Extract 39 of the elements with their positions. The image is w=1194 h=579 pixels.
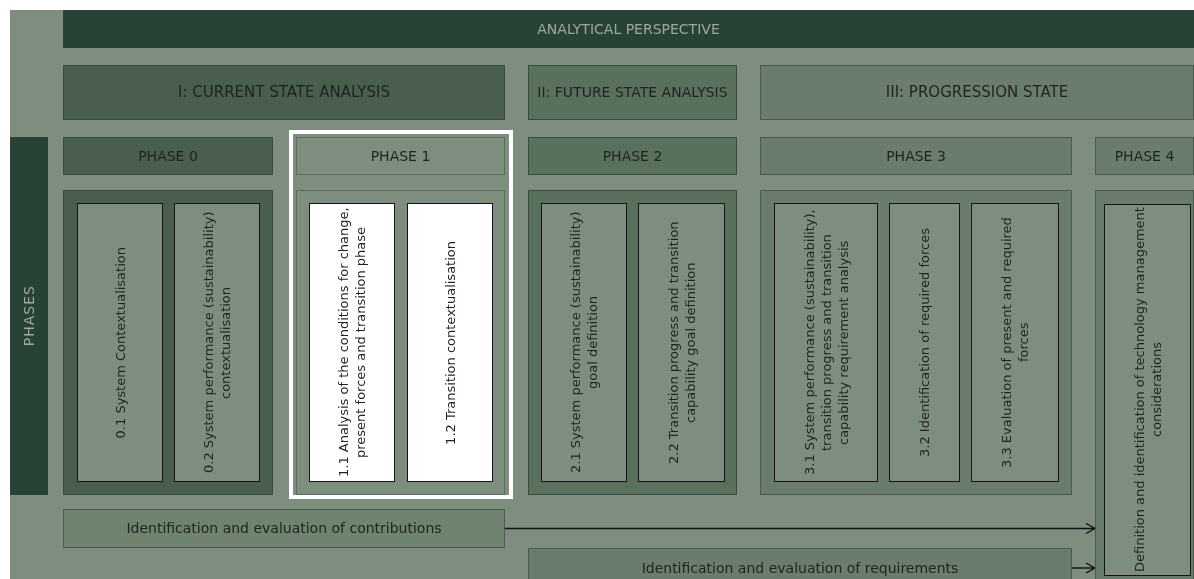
step-label: 1.2 Transition contextualisation bbox=[441, 240, 459, 445]
step-label: 3.1 System performance (sustainability), transition progress and transition capability requirement analysis bbox=[800, 208, 852, 478]
step-box bbox=[971, 203, 1059, 482]
phase-panel bbox=[63, 190, 273, 495]
phase-header: PHASE 4 bbox=[1095, 137, 1194, 175]
step-box bbox=[77, 203, 163, 482]
phase-header: PHASE 0 bbox=[63, 137, 273, 175]
title-bar: ANALYTICAL PERSPECTIVE bbox=[63, 10, 1194, 48]
phase-panel bbox=[1095, 190, 1194, 579]
step-box bbox=[638, 203, 725, 482]
highlight-frame bbox=[289, 130, 513, 499]
step-box bbox=[309, 203, 395, 482]
bar-label: PHASES bbox=[19, 285, 38, 347]
step-box bbox=[407, 203, 493, 482]
arrow bbox=[504, 522, 1096, 535]
step-label: 3.3 Evaluation of present and required forces bbox=[998, 216, 1032, 470]
phase-panel bbox=[528, 190, 737, 495]
step-label: Definition and identification of technology management considerations bbox=[1130, 206, 1165, 575]
phase-panel bbox=[296, 190, 505, 495]
step-label: 2.1 System performance (sustainability) goal definition bbox=[567, 210, 601, 476]
step-label: 0.1 System Contextualisation bbox=[111, 246, 129, 439]
phase-header: PHASE 2 bbox=[528, 137, 737, 175]
phase-header: PHASE 3 bbox=[760, 137, 1072, 175]
step-box bbox=[541, 203, 627, 482]
step-box bbox=[1104, 204, 1191, 576]
section-header: II: FUTURE STATE ANALYSIS bbox=[528, 65, 737, 120]
step-label: 0.2 System performance (sustainability) contextualisation bbox=[200, 210, 234, 476]
phase-panel bbox=[760, 190, 1072, 495]
arrow bbox=[1071, 562, 1096, 574]
step-label: 3.2 Identification of required forces bbox=[916, 228, 933, 457]
phase-header: PHASE 1 bbox=[296, 137, 505, 175]
step-box bbox=[174, 203, 260, 482]
activity-box: Identification and evaluation of requirements bbox=[528, 548, 1072, 579]
step-box bbox=[889, 203, 960, 482]
activity-box: Identification and evaluation of contributions bbox=[63, 509, 505, 548]
section-header: III: PROGRESSION STATE bbox=[760, 65, 1194, 120]
phases-bar bbox=[10, 137, 48, 495]
step-label: 1.1 Analysis of the conditions for change, present forces and transition phase bbox=[335, 206, 369, 480]
step-box bbox=[774, 203, 878, 482]
